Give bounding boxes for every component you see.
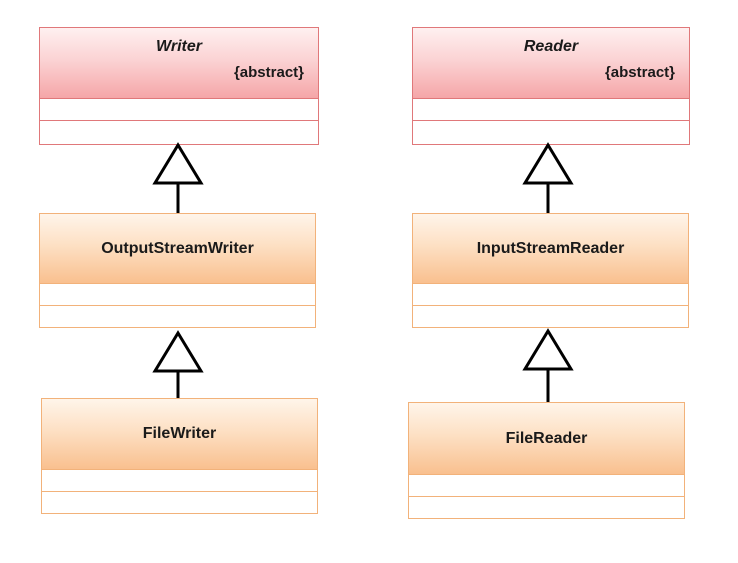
edge-file-reader-to-input-stream-reader	[522, 328, 574, 402]
reader-methods-compartment	[413, 120, 689, 142]
edge-output-stream-writer-to-writer	[152, 142, 204, 213]
reader-class-name: Reader	[523, 38, 579, 55]
output-stream-writer-name-compartment: OutputStreamWriter	[40, 214, 315, 283]
writer-name-compartment: Writer {abstract}	[40, 28, 318, 98]
file-writer-attributes-compartment	[42, 469, 317, 491]
output-stream-writer-methods-compartment	[40, 305, 315, 327]
reader-name-compartment: Reader {abstract}	[413, 28, 689, 98]
generalization-arrow-icon	[152, 142, 204, 185]
generalization-arrow-icon	[522, 328, 574, 371]
reader-attributes-compartment	[413, 98, 689, 120]
output-stream-writer-class-name: OutputStreamWriter	[101, 239, 254, 257]
reader-class: Reader {abstract}	[412, 27, 690, 145]
file-writer-class: FileWriter	[41, 398, 318, 514]
output-stream-writer-class: OutputStreamWriter	[39, 213, 316, 328]
input-stream-reader-name-compartment: InputStreamReader	[413, 214, 688, 283]
input-stream-reader-methods-compartment	[413, 305, 688, 327]
writer-stereotype: {abstract}	[233, 64, 304, 81]
reader-stereotype: {abstract}	[604, 64, 675, 81]
input-stream-reader-class: InputStreamReader	[412, 213, 689, 328]
file-reader-class: FileReader	[408, 402, 685, 519]
file-writer-class-name: FileWriter	[142, 425, 217, 442]
file-reader-class-name: FileReader	[505, 429, 588, 447]
generalization-arrow-icon	[522, 142, 574, 185]
writer-class: Writer {abstract}	[39, 27, 319, 145]
edge-file-writer-to-output-stream-writer	[152, 330, 204, 398]
file-reader-methods-compartment	[409, 496, 684, 518]
input-stream-reader-class-name: InputStreamReader	[476, 239, 625, 257]
file-writer-methods-compartment	[42, 491, 317, 513]
writer-attributes-compartment	[40, 98, 318, 120]
output-stream-writer-attributes-compartment	[40, 283, 315, 305]
file-writer-name-compartment: FileWriter	[42, 399, 317, 469]
writer-methods-compartment	[40, 120, 318, 142]
edge-input-stream-reader-to-reader	[522, 142, 574, 213]
input-stream-reader-attributes-compartment	[413, 283, 688, 305]
writer-class-name: Writer	[156, 38, 202, 55]
file-reader-attributes-compartment	[409, 474, 684, 496]
generalization-arrow-icon	[152, 330, 204, 373]
file-reader-name-compartment: FileReader	[409, 403, 684, 474]
